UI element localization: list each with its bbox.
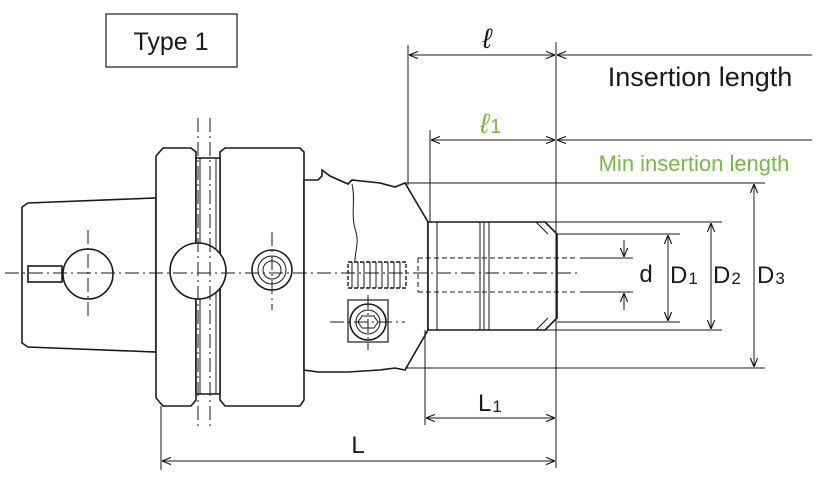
label-D1: D1 <box>670 262 698 289</box>
extension-lines <box>160 42 765 470</box>
label-D3: D3 <box>757 262 785 289</box>
dim-D2: D2 <box>711 223 741 329</box>
collet-nose <box>427 221 558 331</box>
label-min-insertion-length: Min insertion length <box>599 151 790 176</box>
drive-slot <box>27 265 63 283</box>
dim-l: ℓ Insertion length <box>409 23 812 92</box>
label-d: d <box>639 261 652 288</box>
dim-D1: D1 <box>668 235 698 321</box>
dim-L: L <box>162 432 555 461</box>
label-L1: L1 <box>478 390 502 417</box>
dim-l1: ℓ1 Min insertion length <box>431 108 812 176</box>
dim-d: d <box>624 240 653 310</box>
dim-L1: L1 <box>426 390 555 418</box>
label-insertion-length: Insertion length <box>608 62 793 92</box>
label-D2: D2 <box>713 262 741 289</box>
type-label-box: Type 1 <box>105 13 238 68</box>
dim-D3: D3 <box>754 184 785 367</box>
label-l: ℓ <box>481 23 493 54</box>
center-lines <box>5 118 580 428</box>
label-l1: ℓ1 <box>479 108 501 139</box>
holder-body <box>21 147 578 407</box>
type-label: Type 1 <box>133 28 208 56</box>
label-L: L <box>351 432 364 459</box>
